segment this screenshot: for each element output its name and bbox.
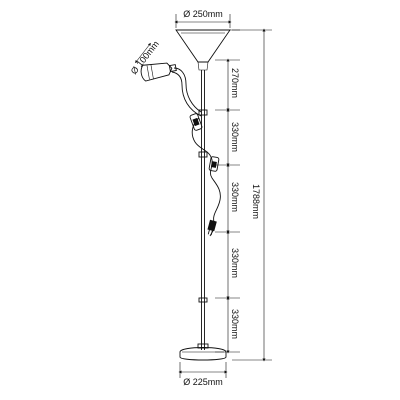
reading-arm — [140, 62, 202, 117]
shade-diameter-label: Ø 250mm — [183, 9, 223, 19]
dim-base-diameter: Ø 225mm — [178, 362, 228, 387]
dim-total-height: 1788mm — [232, 28, 272, 362]
power-cable — [189, 113, 221, 237]
pole — [198, 70, 208, 350]
dim-shade-diameter: Ø 250mm — [174, 9, 232, 28]
dim-reading-diameter: Ø 100mm — [129, 39, 161, 76]
segment-4-label: 330mm — [230, 248, 240, 278]
reading-diameter-label: Ø 100mm — [129, 39, 161, 76]
base-diameter-label: Ø 225mm — [183, 377, 223, 387]
segment-3-label: 330mm — [230, 182, 240, 212]
segment-1-label: 270mm — [230, 68, 240, 98]
shade — [175, 29, 231, 71]
dim-segments: 270mm 330mm 330mm 330mm 330mm — [215, 29, 240, 354]
total-height-label: 1788mm — [251, 184, 261, 219]
segment-5-label: 330mm — [230, 309, 240, 339]
segment-2-label: 330mm — [230, 122, 240, 152]
